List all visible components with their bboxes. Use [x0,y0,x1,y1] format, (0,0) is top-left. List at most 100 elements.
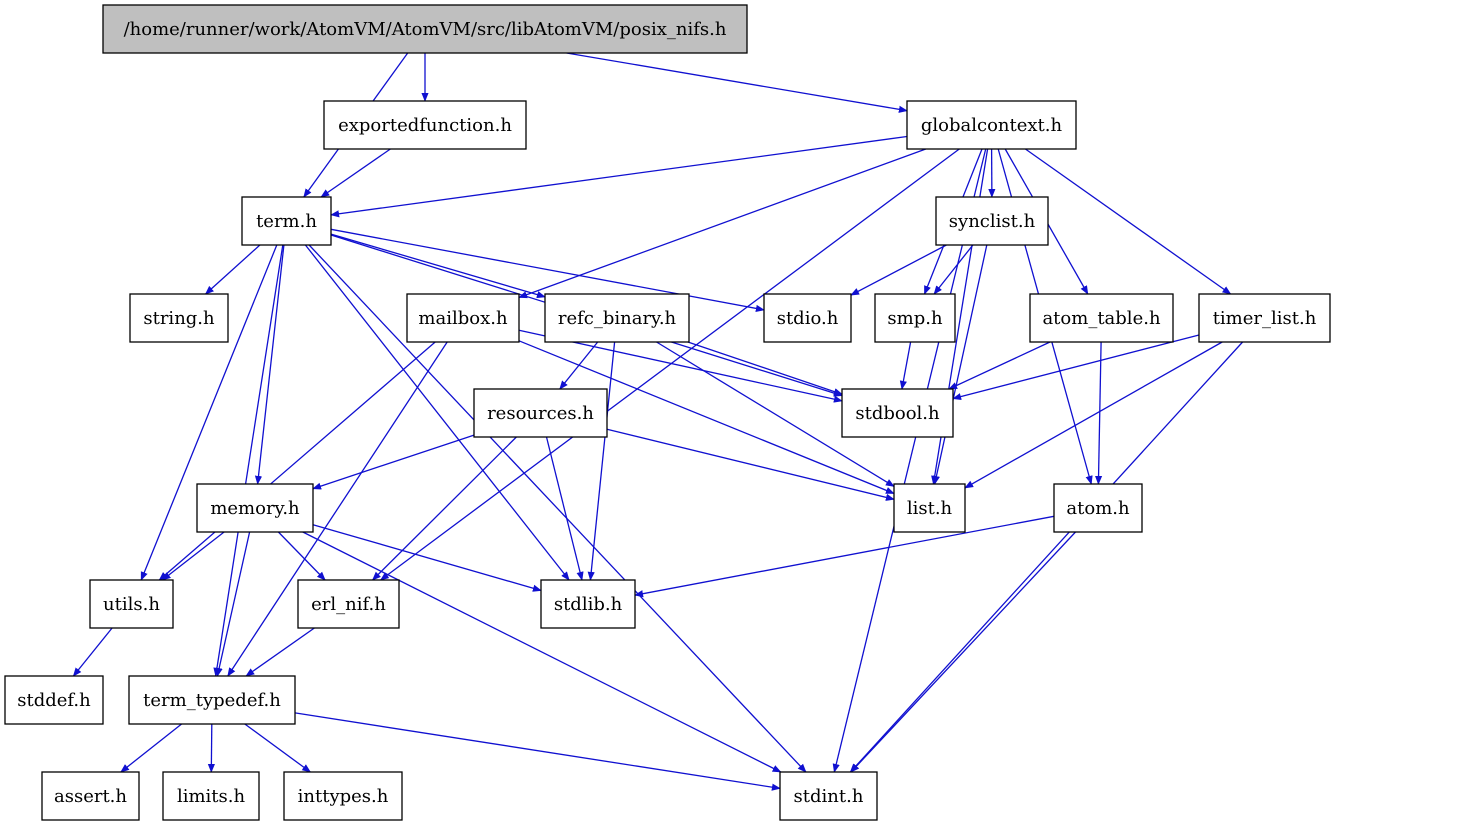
edge-refc_binary-to-list [656,341,895,487]
node-assert[interactable]: assert.h [41,771,140,821]
edge-term-to-stdlib [304,244,570,581]
node-smp[interactable]: smp.h [874,293,956,343]
edge-term-to-stdio [330,228,765,312]
edge-globalcontext-to-timer_list [1025,148,1232,295]
node-label: stdio.h [777,308,839,329]
node-string[interactable]: string.h [129,293,229,343]
node-box [129,293,229,343]
edge-mailbox-to-utils [158,341,436,581]
edge-refc_binary-to-stdlib [587,341,616,581]
node-list[interactable]: list.h [893,483,966,533]
node-label: exportedfunction.h [338,115,512,136]
edge-term_typedef-to-stdint [294,712,781,791]
node-atom[interactable]: atom.h [1053,483,1143,533]
edge-timer_list-to-stdint [849,341,1244,773]
node-atom-table[interactable]: atom_table.h [1029,293,1174,343]
node-box [841,388,954,438]
edge-resources-to-list [606,428,895,501]
node-box [906,100,1077,150]
node-label: limits.h [177,786,246,807]
node-label: mailbox.h [418,308,508,329]
node-mailbox[interactable]: mailbox.h [406,293,520,343]
edge-synclist-to-smp [933,244,974,295]
node-box [406,293,520,343]
node-box [779,771,878,821]
node-stdint[interactable]: stdint.h [779,771,878,821]
node-erl-nif[interactable]: erl_nif.h [297,579,400,629]
edge-term-to-utils [140,244,278,581]
edge-term_typedef-to-inttypes [244,723,312,773]
node-label: stdlib.h [554,594,623,615]
edge-resources-to-memory [312,434,475,490]
node-utils[interactable]: utils.h [89,579,174,629]
node-box [89,579,174,629]
node-label: globalcontext.h [921,115,1063,136]
node-label: synclist.h [949,211,1036,232]
node-label: string.h [143,308,215,329]
node-stdbool[interactable]: stdbool.h [841,388,954,438]
node-label: resources.h [487,403,594,424]
node-memory[interactable]: memory.h [196,483,314,533]
node-label: atom.h [1066,498,1130,519]
edge-atom_table-to-stdbool [948,341,1051,390]
edge-timer_list-to-stdbool [952,334,1200,401]
node-label: atom_table.h [1042,308,1160,329]
node-label: term.h [256,211,317,232]
nodes: /home/runner/work/AtomVM/AtomVM/src/libA… [4,4,1331,821]
node-synclist[interactable]: synclist.h [935,196,1049,246]
node-stdlib[interactable]: stdlib.h [540,579,636,629]
node-stdio[interactable]: stdio.h [763,293,852,343]
node-box [1029,293,1174,343]
edge-term-to-string [204,244,261,295]
node-label: memory.h [210,498,300,519]
node-box [935,196,1049,246]
edge-term-to-refc_binary [330,233,546,299]
node-limits[interactable]: limits.h [162,771,260,821]
node-stddef[interactable]: stddef.h [4,675,104,725]
edge-synclist-to-list [932,244,988,485]
node-inttypes[interactable]: inttypes.h [283,771,403,821]
edge-globalcontext-to-stdint [832,148,987,773]
node-box [283,771,403,821]
edge-refc_binary-to-resources [559,341,599,390]
node-box [4,675,104,725]
node-box [1198,293,1331,343]
edge-synclist-to-stdio [850,244,947,296]
edge-erl_nif-to-term_typedef [245,627,315,677]
edge-utils-to-stddef [72,627,113,677]
node-label: assert.h [54,786,127,807]
node-root[interactable]: /home/runner/work/AtomVM/AtomVM/src/libA… [102,4,748,54]
node-box [540,579,636,629]
node-box [297,579,400,629]
edge-globalcontext-to-mailbox [518,148,927,299]
edge-term_typedef-to-assert [120,723,183,773]
node-box [1053,483,1143,533]
edge-term-to-term_typedef [213,244,284,677]
edge-smp-to-stdbool [899,341,912,390]
node-label: inttypes.h [298,786,389,807]
node-refc-binary[interactable]: refc_binary.h [544,293,690,343]
edge-atom_table-to-atom [1094,341,1103,485]
edge-globalcontext-to-term [330,135,908,218]
node-label: stdint.h [794,786,864,807]
edge-term-to-stdint [308,244,807,773]
node-globalcontext[interactable]: globalcontext.h [906,100,1077,150]
node-box [544,293,690,343]
edge-memory-to-stdlib [312,524,542,592]
node-term[interactable]: term.h [241,196,332,246]
node-box [128,675,296,725]
node-box [196,483,314,533]
node-label: stdbool.h [855,403,940,424]
edge-resources-to-stdlib [545,436,584,581]
node-label: refc_binary.h [558,308,677,329]
node-exportedfunction[interactable]: exportedfunction.h [323,100,527,150]
node-label: erl_nif.h [311,594,386,615]
node-resources[interactable]: resources.h [473,388,608,438]
edge-atom-to-stdint [850,531,1076,773]
edge-memory-to-term_typedef [215,531,251,677]
node-box [763,293,852,343]
edge-refc_binary-to-stdbool [687,341,843,396]
node-term-typedef[interactable]: term_typedef.h [128,675,296,725]
node-timer-list[interactable]: timer_list.h [1198,293,1331,343]
